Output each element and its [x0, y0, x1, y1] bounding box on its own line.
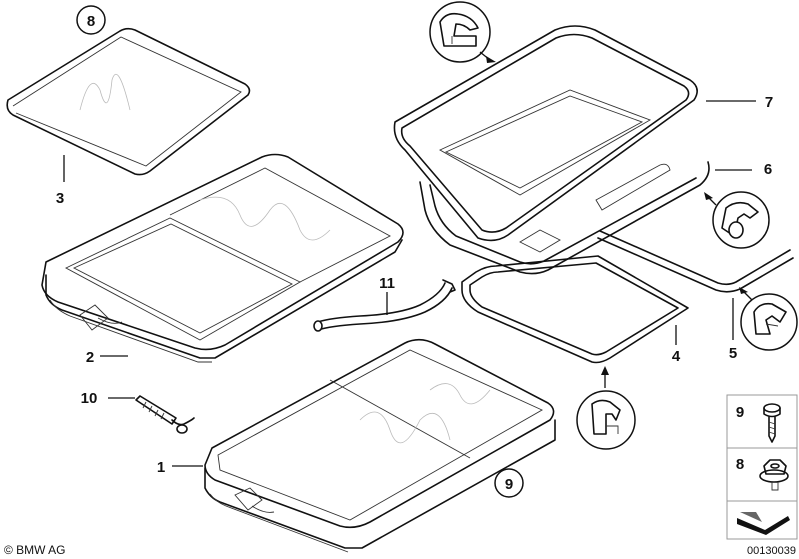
detail-profile-top — [429, 1, 491, 63]
svg-text:8: 8 — [87, 13, 95, 30]
drain-hose-part-11 — [313, 279, 456, 332]
image-number: 00130039 — [747, 545, 796, 557]
legend-box-screw: 9 — [726, 394, 798, 449]
callout-7: 7 — [765, 94, 773, 111]
seal-strip-part-5 — [597, 230, 794, 293]
detail-profile-bottom — [576, 390, 636, 450]
legend-box-arrow — [726, 500, 798, 540]
callout-3: 3 — [56, 190, 64, 207]
svg-text:8: 8 — [736, 456, 744, 473]
seal-part-7 — [393, 25, 698, 242]
svg-text:9: 9 — [736, 404, 744, 421]
callout-2: 2 — [86, 349, 94, 366]
callout-10: 10 — [81, 390, 98, 407]
sunroof-base-frame-part-1 — [204, 338, 556, 553]
seal-part-6 — [419, 161, 710, 275]
seal-part-4 — [461, 255, 689, 364]
cover-panel-part-8 — [6, 27, 251, 176]
callout-4: 4 — [672, 348, 681, 365]
detail-profile-bottom-right — [740, 293, 798, 351]
sunroof-frame-part-2 — [41, 153, 404, 363]
drain-valve-part-10 — [135, 395, 195, 434]
copyright-text: © BMW AG — [4, 543, 66, 557]
callout-9-circle: 9 — [494, 468, 524, 498]
callout-5: 5 — [729, 345, 737, 362]
callout-1: 1 — [157, 459, 165, 476]
callout-8-circle: 8 — [76, 5, 106, 35]
svg-text:9: 9 — [505, 476, 513, 493]
detail-profile-right — [712, 191, 770, 249]
legend-box-nut: 8 — [726, 447, 798, 502]
callout-6: 6 — [764, 161, 772, 178]
callout-11: 11 — [379, 275, 395, 292]
